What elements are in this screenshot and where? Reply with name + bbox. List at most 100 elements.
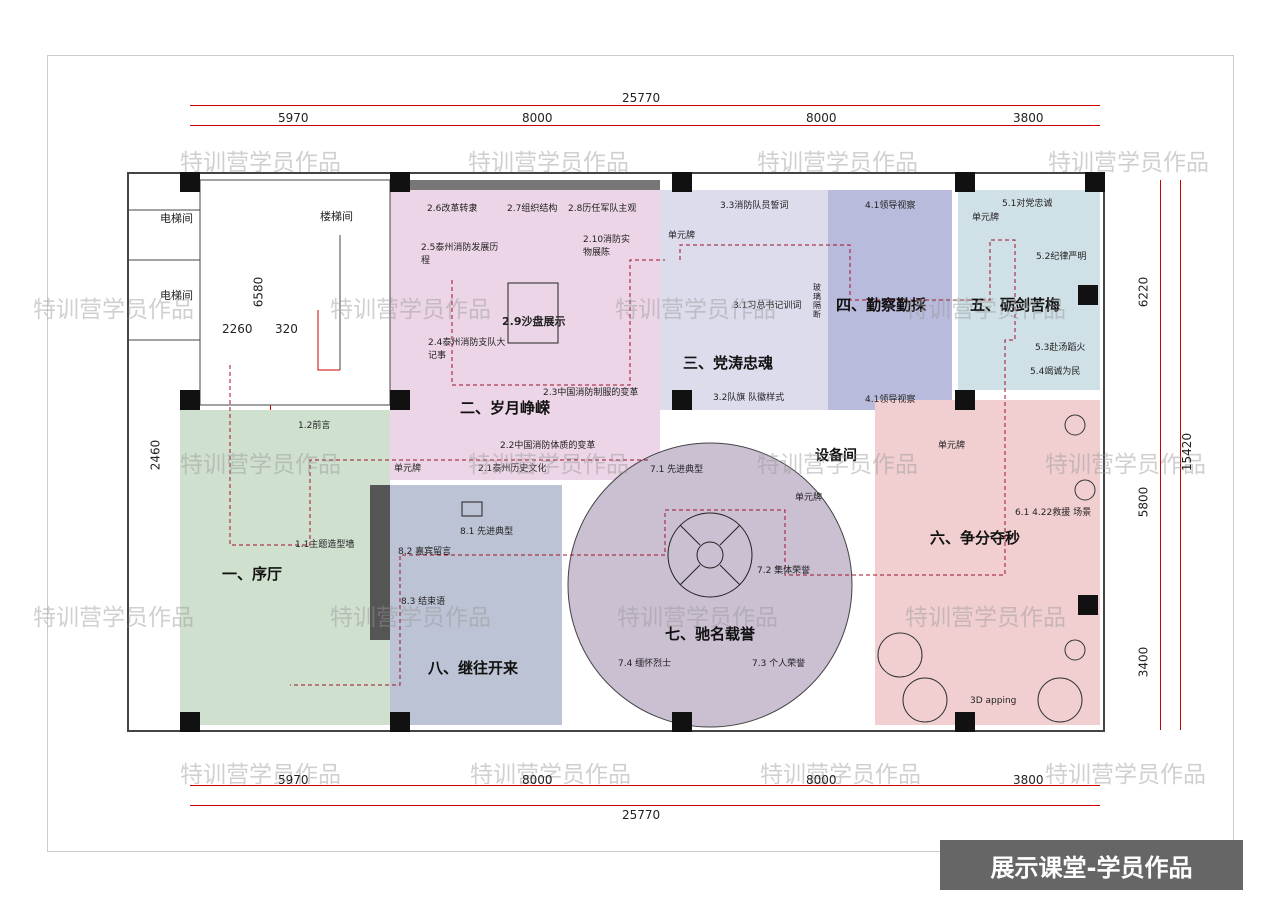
- wall: [410, 180, 660, 190]
- zone-entrance: [180, 410, 390, 725]
- dim-total-top: 25770: [622, 91, 661, 105]
- dim-left: 320: [275, 322, 298, 336]
- watermark: 特训营学员作品: [470, 762, 631, 788]
- zone-title: 七、驰名载誉: [665, 625, 756, 643]
- dim-line-top: [190, 125, 1100, 126]
- watermark: 特训营学员作品: [1045, 452, 1206, 478]
- dim-line-right: [1160, 180, 1161, 730]
- exhibit-label: 3.2队旗 队徽样式: [713, 393, 785, 403]
- dim-top: 3800: [1013, 111, 1044, 125]
- watermark: 特训营学员作品: [757, 452, 918, 478]
- watermark: 特训营学员作品: [180, 762, 341, 788]
- exhibit-label: 1.2前言: [298, 421, 331, 431]
- exhibit-label: 5.2纪律严明: [1036, 252, 1087, 262]
- stairs: [127, 179, 391, 406]
- dim-line-top-total: [190, 105, 1100, 106]
- dim-total-bottom: 25770: [622, 808, 661, 822]
- watermark: 特训营学员作品: [330, 297, 491, 323]
- watermark: 特训营学员作品: [1045, 762, 1206, 788]
- exhibit-label: 7.2 集体荣誉: [757, 566, 811, 576]
- column: [180, 390, 200, 410]
- watermark: 特训营学员作品: [757, 150, 918, 176]
- column: [1078, 285, 1098, 305]
- drawing-frame: [47, 55, 1234, 852]
- exhibit-label: 单元牌: [938, 441, 966, 451]
- exhibit-label: 8.3 结束语: [401, 597, 446, 607]
- column: [390, 390, 410, 410]
- dim-top: 8000: [522, 111, 553, 125]
- sand-table: [507, 282, 559, 344]
- exhibit-label: 2.5泰州消防发展历程: [421, 243, 499, 266]
- exhibit-label: 4.1领导视察: [865, 395, 916, 405]
- zone-title: 一、序厅: [222, 565, 283, 583]
- exhibit-label: 2.2中国消防体质的变革: [500, 441, 596, 451]
- exhibit-label: 3D apping: [970, 696, 1017, 706]
- exhibit-label: 单元牌: [972, 213, 1000, 223]
- exhibit-label: 2.9沙盘展示: [502, 315, 566, 328]
- exhibit-label: 2.6改革转隶: [427, 204, 478, 214]
- visitor-route: [229, 239, 1016, 686]
- exhibit-label: 5.4竭诚为民: [1030, 367, 1081, 377]
- watermark: 特训营学员作品: [468, 150, 629, 176]
- watermark: 特训营学员作品: [33, 605, 194, 631]
- zone-title: 六、争分夺秒: [930, 529, 1021, 547]
- watermark: 特训营学员作品: [760, 762, 921, 788]
- dim-right-total: 15420: [1180, 432, 1195, 472]
- exhibit-label: 2.10消防实物展陈: [583, 235, 631, 258]
- column: [955, 390, 975, 410]
- column: [955, 172, 975, 192]
- exhibit-label: 1.1主题造型墙: [295, 540, 355, 550]
- wall: [370, 485, 390, 640]
- zone-race: [875, 400, 1100, 725]
- watermark: 特训营学员作品: [180, 452, 341, 478]
- exhibit-label: 单元牌: [795, 493, 823, 503]
- watermark: 特训营学员作品: [617, 605, 778, 631]
- zone-future: [390, 485, 562, 725]
- zone-party: [660, 190, 828, 410]
- column: [1078, 595, 1098, 615]
- glass-partition-label: 玻璃隔断: [813, 283, 821, 319]
- exhibit-label: 8.2 嘉宾留言: [398, 547, 452, 557]
- dim-top: 8000: [806, 111, 837, 125]
- exhibit-label: 8.1 先进典型: [460, 527, 514, 537]
- exhibit-label: 单元牌: [668, 231, 696, 241]
- honor-circle: [567, 442, 853, 728]
- exhibit-label: 7.3 个人荣誉: [752, 659, 806, 669]
- exhibit-label: 3.1习总书记训词: [733, 301, 802, 311]
- watermark: 特训营学员作品: [905, 605, 1066, 631]
- dim-left: 2260: [222, 322, 253, 336]
- zone-title: 二、岁月峥嵘: [460, 399, 551, 417]
- column: [390, 172, 410, 192]
- dim-right: 3400: [1136, 646, 1151, 678]
- showcase-badge: 展示课堂-学员作品: [940, 840, 1243, 890]
- watermark: 特训营学员作品: [33, 297, 194, 323]
- dim-line-bottom: [190, 785, 1100, 786]
- column: [955, 712, 975, 732]
- column: [672, 390, 692, 410]
- dim-bottom: 8000: [806, 773, 837, 787]
- exhibit-label: 2.4泰州消防支队大记事: [428, 338, 506, 361]
- watermark: 特训营学员作品: [468, 452, 629, 478]
- exhibit-label: 5.1对党忠诚: [1002, 199, 1053, 209]
- dim-bottom: 3800: [1013, 773, 1044, 787]
- race-props: [877, 414, 1096, 723]
- watermark: 特训营学员作品: [180, 150, 341, 176]
- zone-era: [390, 190, 660, 480]
- dim-bottom: 8000: [522, 773, 553, 787]
- dim-line-right-total: [1180, 180, 1181, 730]
- exhibit-label: 2.8历任军队主观: [568, 204, 637, 214]
- dim-left: 2460: [148, 439, 163, 471]
- zone-title: 八、继往开来: [428, 659, 519, 677]
- exhibit-label: 5.3赴汤蹈火: [1035, 343, 1086, 353]
- elevator-label: 电梯间: [160, 212, 193, 225]
- column: [390, 712, 410, 732]
- watermark: 特训营学员作品: [615, 297, 776, 323]
- exhibit-label: 2.3中国消防制服的变革: [543, 388, 639, 398]
- column: [672, 712, 692, 732]
- exhibit-label: 3.3消防队员誓词: [720, 201, 789, 211]
- exhibit-label: 2.7组织结构: [507, 204, 558, 214]
- watermark: 特训营学员作品: [330, 605, 491, 631]
- display-case: [461, 501, 483, 517]
